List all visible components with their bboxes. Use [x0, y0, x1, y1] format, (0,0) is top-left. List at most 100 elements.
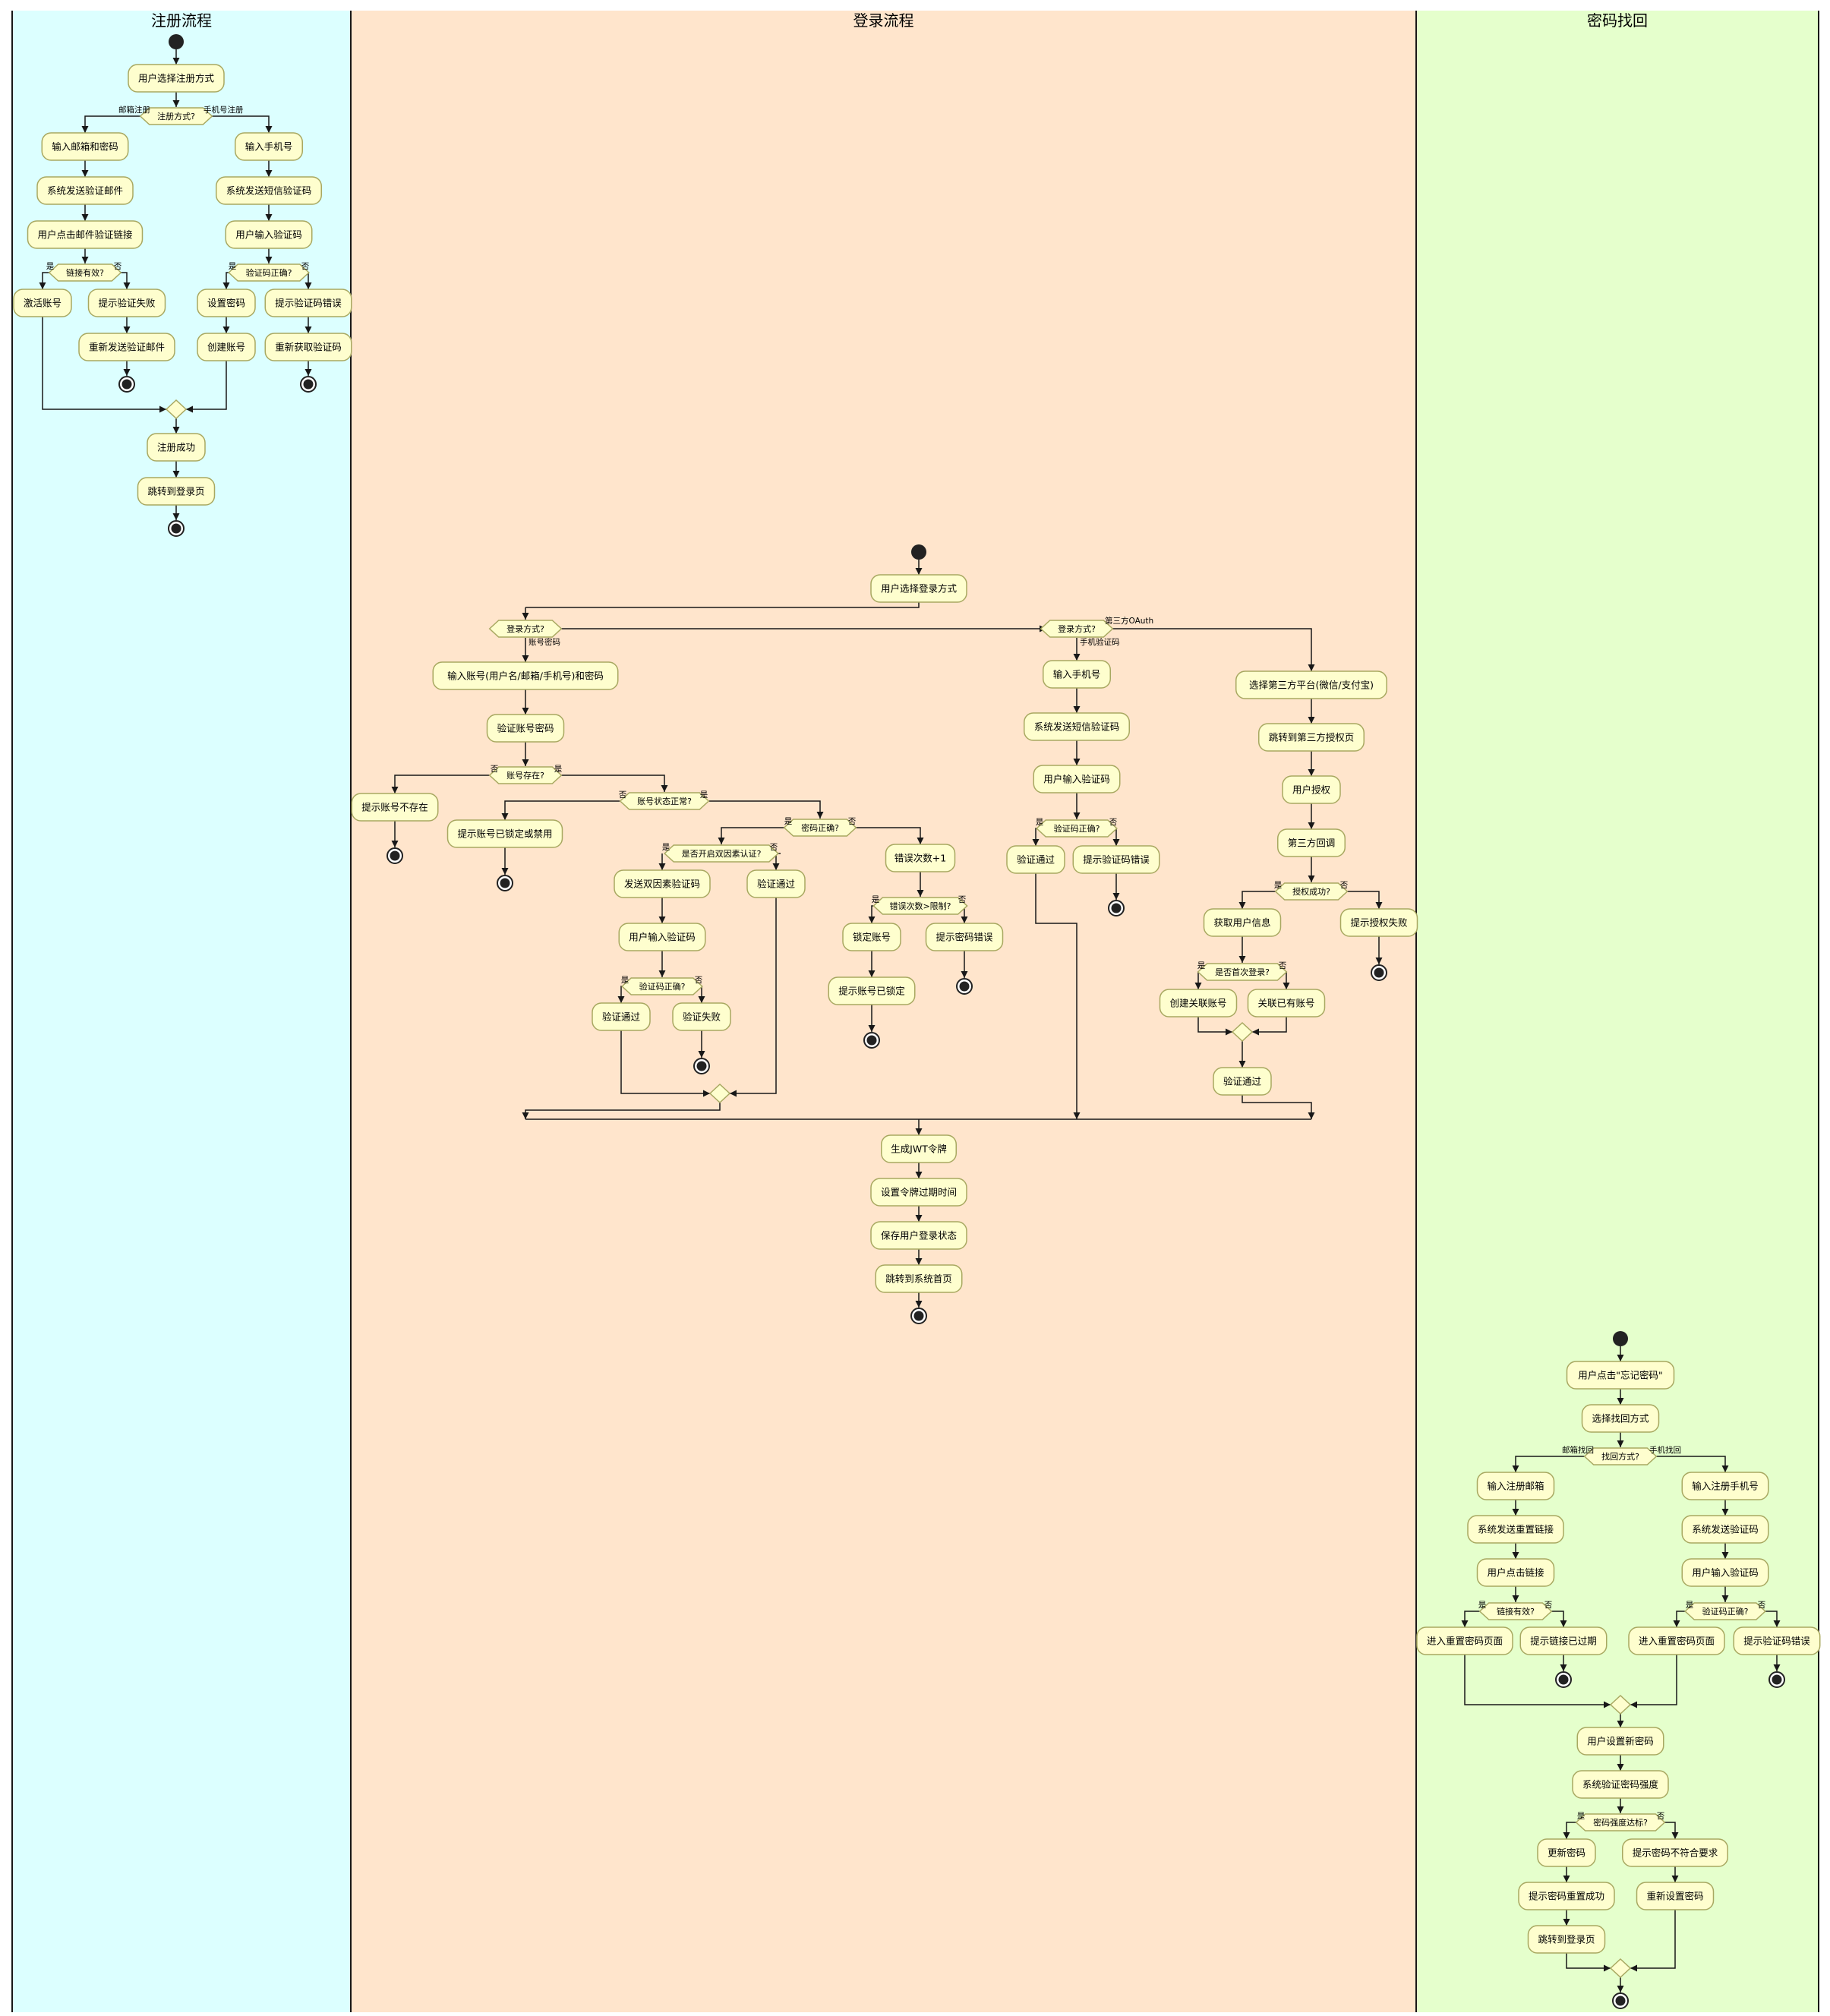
flow-line: [620, 1030, 710, 1094]
arrow-head: [265, 214, 273, 221]
activity-box: [1681, 1515, 1769, 1544]
activity-label: 生成JWT令牌: [891, 1144, 947, 1155]
activity-node: 获取用户信息: [1203, 908, 1282, 937]
arrow-head: [1560, 1664, 1567, 1671]
decision-label: 是否开启双因素认证?: [682, 849, 762, 859]
arrow-head: [1073, 654, 1081, 661]
flow-line: [730, 898, 777, 1094]
merge-shape: [1609, 1958, 1632, 1979]
decision-node: 验证码正确?: [228, 263, 310, 282]
activity-label: 验证通过: [1223, 1076, 1262, 1087]
activity-node: 选择找回方式: [1581, 1404, 1660, 1433]
arrow-head: [1512, 1552, 1519, 1559]
arrow-head: [915, 1172, 923, 1178]
arrow-head: [1375, 902, 1383, 909]
activity-node: 更新密码: [1537, 1838, 1596, 1867]
activity-node: 关联已有账号: [1247, 989, 1326, 1017]
activity-label: 系统发送验证码: [1692, 1524, 1759, 1535]
activity-node: 提示账号不存在: [351, 793, 439, 822]
decision-shape: [1478, 1602, 1553, 1620]
activity-box: [1681, 1558, 1769, 1587]
arrow-head: [222, 327, 230, 333]
arrow-head: [1308, 664, 1315, 671]
arrow-head: [522, 655, 529, 662]
arrow-head: [1617, 1440, 1624, 1447]
edge-label: 是: [1036, 818, 1044, 827]
arrow-head: [1721, 1552, 1729, 1559]
activity-box: [614, 869, 711, 898]
end-node: [863, 1032, 880, 1049]
activity-node: 锁定账号: [842, 923, 901, 951]
arrow-head: [1630, 1964, 1637, 1972]
decision-shape: [621, 977, 703, 995]
activity-label: 提示验证失败: [98, 298, 156, 309]
activity-node: 错误次数+1: [885, 844, 956, 872]
activity-box: [137, 477, 216, 506]
end-node-dot: [303, 379, 314, 390]
activity-box: [13, 289, 72, 317]
edge-label: 是: [46, 262, 55, 271]
arrow-head: [1238, 956, 1246, 963]
decision-shape: [488, 766, 563, 784]
activity-node: 提示验证码错误: [1072, 845, 1160, 874]
decision-node: 验证码正确?: [1684, 1602, 1766, 1620]
activity-label: 提示账号已锁定或禁用: [457, 828, 552, 840]
activity-box: [672, 1002, 731, 1031]
activity-label: 获取用户信息: [1213, 917, 1270, 929]
decision-label: 密码强度达标?: [1593, 1817, 1648, 1828]
decision-node: 密码正确?: [783, 819, 857, 837]
activity-box: [1277, 828, 1346, 857]
merge-node: [1231, 1021, 1254, 1043]
decision-label: 错误次数>限制?: [889, 901, 951, 911]
edge-label: 账号密码: [528, 637, 560, 647]
decision-label: 账号状态正常?: [637, 796, 692, 806]
activity-node: 系统发送验证码: [1681, 1515, 1769, 1544]
end-node-dot: [866, 1035, 877, 1046]
activity-label: 提示验证码错误: [1743, 1636, 1810, 1647]
activity-node: 生成JWT令牌: [881, 1134, 957, 1163]
edge-label: 邮箱找回: [1562, 1445, 1594, 1455]
end-node: [300, 376, 317, 393]
activity-label: 输入注册邮箱: [1487, 1481, 1544, 1492]
arrow-head: [1308, 1112, 1315, 1119]
decision-shape: [1274, 882, 1349, 901]
edge-label: 否: [695, 976, 703, 985]
activity-box: [1006, 845, 1065, 874]
arrow-head: [172, 58, 180, 65]
edge-label: 是: [662, 843, 670, 852]
activity-node: 输入注册手机号: [1681, 1472, 1769, 1500]
end-node: [1371, 964, 1387, 981]
activity-box: [87, 289, 166, 317]
start-node: [911, 544, 926, 560]
edge-label: 否: [491, 765, 499, 774]
end-node-dot: [500, 878, 510, 888]
arrow-head: [1617, 1986, 1624, 1992]
arrow-head: [501, 813, 509, 820]
flow-line: [1464, 1655, 1611, 1705]
flow-line: [1242, 1095, 1312, 1119]
decision-label: 密码正确?: [801, 822, 839, 833]
activity-node: 输入邮箱和密码: [41, 132, 129, 161]
activity-box: [870, 1178, 967, 1207]
activity-node: 验证通过: [1213, 1067, 1272, 1096]
decision-node: 密码强度达标?: [1575, 1813, 1666, 1831]
decision-node: 授权成功?: [1274, 882, 1349, 901]
activity-label: 进入重置密码页面: [1427, 1636, 1503, 1647]
edge-label: 是: [1274, 881, 1283, 890]
edge-label: 否: [1758, 1601, 1766, 1610]
decision-node: 账号状态正常?: [619, 792, 710, 810]
activity-node: 用户输入验证码: [1681, 1558, 1769, 1587]
activity-node: 系统发送短信验证码: [216, 176, 322, 205]
activity-label: 提示密码不符合要求: [1633, 1847, 1718, 1859]
arrow-head: [1671, 1832, 1679, 1839]
swimlane-2: 登录流程: [350, 11, 1416, 2012]
edge-label: 第三方OAuth: [1105, 616, 1153, 626]
arrow-head: [522, 708, 529, 715]
activity-node: 注册成功: [147, 433, 206, 462]
arrow-head: [915, 1258, 923, 1265]
edge-label: 否: [619, 790, 627, 800]
decision-label: 找回方式?: [1601, 1451, 1639, 1462]
decision-label: 验证码正确?: [1702, 1606, 1749, 1617]
end-node-dot: [1111, 903, 1122, 913]
